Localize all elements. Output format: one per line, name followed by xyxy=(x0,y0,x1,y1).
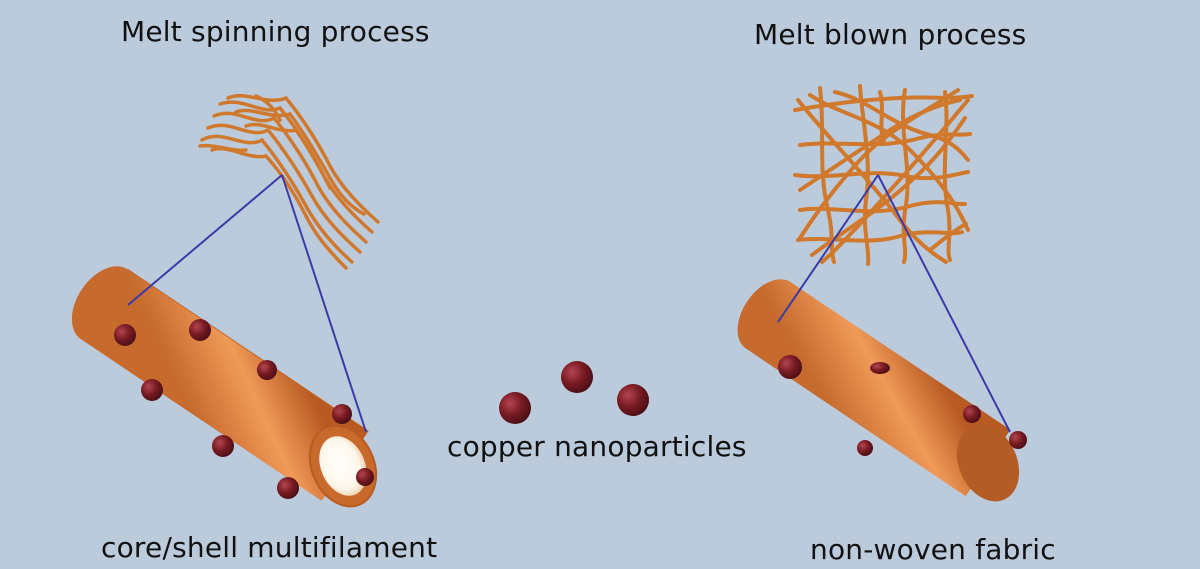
non-woven-label: non-woven fabric xyxy=(810,533,1056,566)
connector-line xyxy=(777,174,879,323)
right-fiber-particles xyxy=(778,355,1027,456)
nanoparticle-icon xyxy=(963,405,981,423)
non-woven-fiber-icon xyxy=(737,279,1020,502)
nanoparticle-icon xyxy=(114,324,136,346)
nanoparticle-icon xyxy=(189,319,211,341)
nanoparticle-icon xyxy=(857,440,873,456)
nanoparticle-icon xyxy=(1009,431,1027,449)
nanoparticle-icon xyxy=(778,355,802,379)
nanoparticle-icon xyxy=(212,435,234,457)
fiber-bundle-icon xyxy=(198,93,380,270)
nanoparticle-icon xyxy=(499,392,531,424)
copper-nanoparticles-icon xyxy=(499,361,649,424)
nanoparticle-icon xyxy=(332,404,352,424)
connector-lines xyxy=(127,174,1011,433)
connector-line xyxy=(281,174,367,433)
nanoparticle-icon xyxy=(277,477,299,499)
nanoparticle-icon xyxy=(257,360,277,380)
connector-line xyxy=(127,174,283,306)
melt-blown-title: Melt blown process xyxy=(754,18,1027,51)
nanoparticle-icon xyxy=(561,361,593,393)
melt-spinning-title: Melt spinning process xyxy=(121,15,430,48)
nanoparticle-icon xyxy=(356,468,374,486)
connector-line xyxy=(877,174,1011,433)
nanoparticle-icon xyxy=(617,384,649,416)
nanoparticle-icon xyxy=(870,362,890,374)
nanoparticle-icon xyxy=(141,379,163,401)
fiber-web-icon xyxy=(793,84,974,266)
core-shell-filament-icon xyxy=(71,266,378,508)
copper-nanoparticles-label: copper nanoparticles xyxy=(447,430,747,463)
core-shell-label: core/shell multifilament xyxy=(101,531,438,564)
left-filament-particles xyxy=(114,319,374,499)
